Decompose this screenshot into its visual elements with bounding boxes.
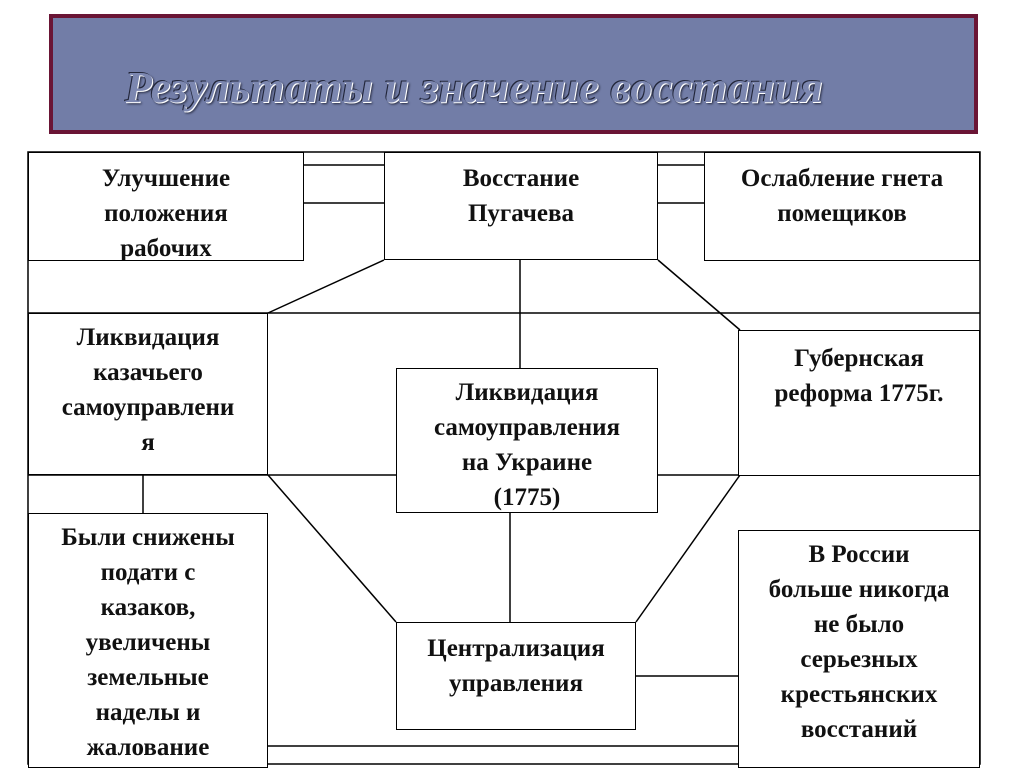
box-pugachev-uprising: Восстание Пугачева <box>384 152 658 260</box>
box-workers-improvement: Улучшение положения рабочих <box>28 152 304 261</box>
diag-bottom-left <box>267 474 397 623</box>
box-provincial-reform: Губернская реформа 1775г. <box>738 330 980 476</box>
box-cossack-taxes: Были снижены подати с казаков, увеличены… <box>28 513 268 768</box>
diag-top-right <box>657 259 741 331</box>
box-centralization: Централизация управления <box>396 622 636 730</box>
box-ukraine-self-government: Ликвидация самоуправления на Украине (17… <box>396 368 658 513</box>
box-landlords-weakening: Ослабление гнета помещиков <box>704 152 980 261</box>
box-no-more-uprisings: В России больше никогда не было серьезны… <box>738 530 980 768</box>
diag-top-left <box>267 259 385 314</box>
diag-bottom-right <box>635 474 741 623</box>
slide-title: Результаты и значение восстания <box>125 63 824 112</box>
box-cossack-self-government: Ликвидация казачьего самоуправлени я <box>28 313 268 475</box>
title-bar <box>49 14 978 134</box>
